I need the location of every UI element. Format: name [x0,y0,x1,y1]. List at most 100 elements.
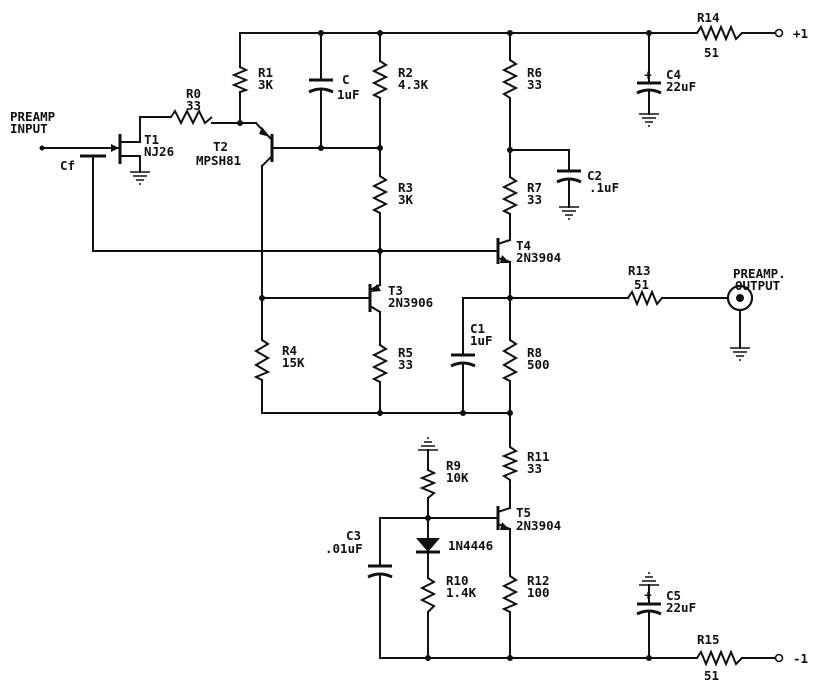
r6-value: 33 [527,77,542,92]
r15-symbol [696,649,743,667]
junction-dot [377,145,383,151]
c4-name: C4 [666,67,681,82]
input-label-line1: PREAMP [10,109,55,124]
r5-value: 33 [398,357,413,372]
t2-part: MPSH81 [196,153,241,168]
c1-value: 1uF [470,333,493,348]
t3-symbol [368,283,382,314]
junction-dot [460,410,466,416]
r11-value: 33 [527,461,542,476]
transistor-symbols [111,121,512,531]
junction-dot [507,655,513,661]
r7-symbol [501,176,519,215]
c5-value: 22uF [666,600,696,615]
negative-rail-label: -1 [793,651,808,666]
wires [41,32,777,659]
junction-dot [507,30,513,36]
r14-name: R14 [697,10,720,25]
junction-dot [507,147,513,153]
r10-symbol [419,577,437,613]
r13-value: 51 [634,277,649,292]
r7-name: R7 [527,180,542,195]
r5-symbol [371,344,389,383]
junction-dots [39,30,652,661]
r0-value: 33 [186,98,201,113]
c-name: C [342,72,350,87]
t3-part: 2N3906 [388,295,433,310]
r14-symbol [696,24,743,42]
c2-value: .1uF [589,180,619,195]
c2-name: C2 [587,168,602,183]
r8-name: R8 [527,345,542,360]
input-terminal-dot [39,145,45,151]
r6-name: R6 [527,65,542,80]
ground-icon [559,206,579,220]
resistor-symbols [170,24,743,667]
t1-symbol [111,134,131,164]
c-value: 1uF [337,87,360,102]
t5-part: 2N3904 [516,518,561,533]
r9-name: R9 [446,458,461,473]
t4-name: T4 [516,238,531,253]
r2-symbol [371,60,389,99]
junction-dot [377,30,383,36]
ground-icon [418,437,438,451]
ground-icon [730,347,750,361]
c5-polarity-mark: + [644,587,652,602]
c4-polarity-mark: + [644,67,652,82]
junction-dot [377,248,383,254]
r10-value: 1.4K [446,585,477,600]
c-symbol [308,71,334,99]
c5-name: C5 [666,588,681,603]
output-connector-icon [726,284,754,312]
c3-name: C3 [346,528,361,543]
r3-value: 3K [398,192,414,207]
r3-symbol [371,175,389,214]
r8-value: 500 [527,357,550,372]
t5-name: T5 [516,505,531,520]
positive-terminal [774,28,784,38]
c3-value: .01uF [325,541,363,556]
t2-name: T2 [213,139,228,154]
r9-symbol [419,469,437,499]
negative-terminal [774,653,784,663]
capacitor-symbols [80,71,662,616]
r13-name: R13 [628,263,651,278]
r0-symbol [170,108,213,126]
r12-symbol [501,575,519,613]
ground-symbols [130,113,750,586]
r1-symbol [231,66,249,93]
ground-icon [639,113,659,127]
labels: PREAMP INPUT Cf T1 NJ26 T2 MPSH81 T3 2N3… [10,10,808,683]
input-label-line2: INPUT [10,121,48,136]
r12-value: 100 [527,585,550,600]
t4-symbol [496,238,512,264]
r4-symbol [253,339,271,381]
r15-value: 51 [704,668,719,683]
c1-name: C1 [470,321,485,336]
junction-dot [646,655,652,661]
r13-symbol [627,289,665,307]
diode-symbol [416,538,440,554]
junction-dot [237,120,243,126]
c4-value: 22uF [666,79,696,94]
t3-name: T3 [388,283,403,298]
r9-value: 10K [446,470,469,485]
output-label-line2: OUTPUT [735,278,780,293]
c4-symbol [636,81,662,95]
r12-name: R12 [527,573,550,588]
r6-symbol [501,59,519,99]
t1-part: NJ26 [144,144,174,159]
r4-name: R4 [282,343,297,358]
diode-part: 1N4446 [448,538,493,553]
r15-name: R15 [697,632,720,647]
r2-value: 4.3K [398,77,429,92]
r1-value: 3K [258,77,274,92]
junction-dot [259,295,265,301]
r3-name: R3 [398,180,413,195]
ground-icon [130,171,150,185]
terminals [726,28,784,663]
t5-symbol [496,506,512,531]
output-label-line1: PREAMP. [733,266,786,281]
